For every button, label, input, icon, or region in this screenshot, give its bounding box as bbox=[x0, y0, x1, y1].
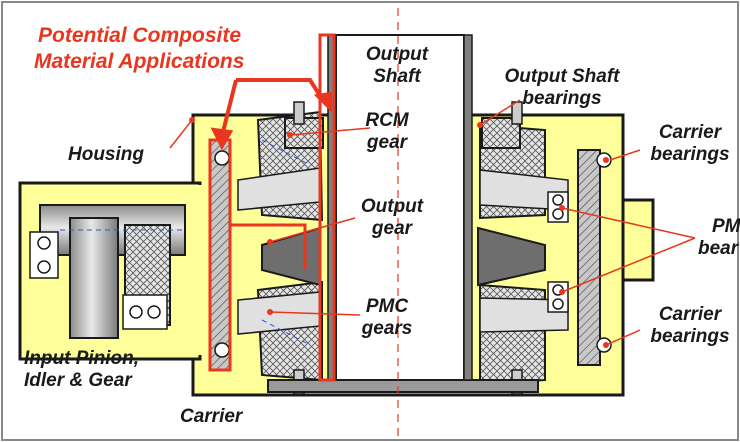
output-shaft-bearings-label-1: Output Shaft bbox=[504, 66, 620, 87]
output-gear-right bbox=[477, 226, 546, 287]
pmc-bearings-label-1: PM bbox=[712, 216, 740, 237]
bottom-plate bbox=[267, 379, 539, 393]
title-line-1: Potential Composite bbox=[38, 24, 242, 47]
carrier-bearings bbox=[214, 150, 612, 358]
input-pinion-label-2: Idler & Gear bbox=[24, 370, 132, 391]
carrier-bearings-bottom-label-1: Carrier bbox=[658, 304, 722, 325]
title-line-2: Material Applications bbox=[34, 50, 245, 73]
leader-lines bbox=[169, 99, 696, 346]
output-shaft-label-2: Shaft bbox=[373, 66, 421, 87]
output-shaft-label-1: Output bbox=[365, 44, 429, 65]
leader-dots bbox=[189, 117, 609, 348]
output-gear-label-2: gear bbox=[371, 218, 413, 239]
rcm-gear-label-2: gear bbox=[366, 132, 408, 153]
carrier-bearings-top-label-1: Carrier bbox=[658, 122, 722, 143]
output-shaft-bearings-label-2: bearings bbox=[522, 88, 602, 109]
pmc-bearings-label-2: bear bbox=[698, 238, 739, 259]
composite-highlight-outlines bbox=[208, 33, 336, 382]
carrier-plate-left bbox=[209, 139, 231, 371]
input-pinion-label-1: Input Pinion, bbox=[24, 348, 140, 369]
rcm-gear-label-1: RCM bbox=[365, 110, 409, 131]
carrier-bearings-bottom-label-2: bearings bbox=[650, 326, 730, 347]
pmc-gears-label-1: PMC bbox=[365, 296, 409, 317]
carrier-label: Carrier bbox=[180, 406, 243, 427]
input-pinion-assembly bbox=[29, 204, 186, 339]
output-shaft bbox=[327, 34, 473, 381]
pmc-gears-label-2: gears bbox=[361, 318, 413, 339]
callout-arrows bbox=[210, 78, 332, 151]
carrier-plate-right bbox=[577, 149, 601, 366]
housing-label: Housing bbox=[68, 144, 144, 165]
carrier-bearings-top-label-2: bearings bbox=[650, 144, 730, 165]
output-gear-label-1: Output bbox=[360, 196, 424, 217]
